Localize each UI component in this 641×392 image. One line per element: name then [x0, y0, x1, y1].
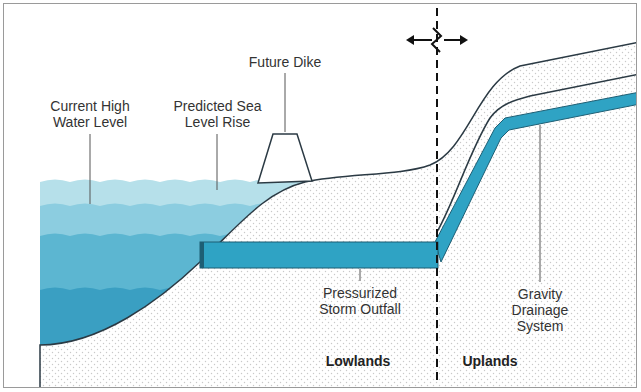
- outfall-label: Pressurized Storm Outfall: [305, 285, 415, 317]
- gravity-drainage-pipe: [435, 92, 636, 262]
- dike: [258, 134, 312, 183]
- drainage-label: Gravity Drainage System: [500, 286, 580, 334]
- boundary-line: [436, 8, 438, 384]
- dike-label: Future Dike: [240, 54, 330, 70]
- zone-label: Lowlands: [318, 353, 398, 369]
- sea-level-label: Predicted Sea Level Rise: [165, 98, 270, 130]
- leader-lines: [90, 73, 540, 282]
- break-symbol: [406, 28, 468, 52]
- outfall-end-cap: [200, 242, 204, 268]
- frame: [4, 4, 637, 388]
- ground: [40, 42, 636, 387]
- water-level-label: Current High Water Level: [40, 98, 140, 130]
- zone-label: Uplands: [450, 353, 530, 369]
- storm-outfall-pipe: [200, 242, 438, 268]
